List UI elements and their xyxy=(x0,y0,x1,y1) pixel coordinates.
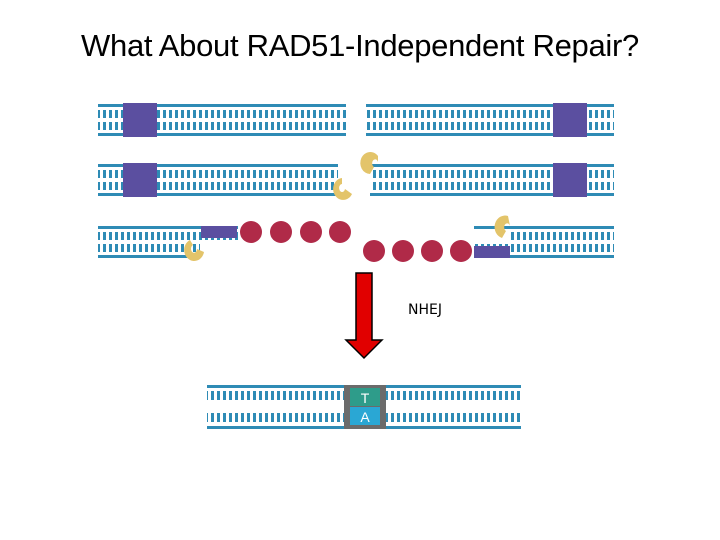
base-pair: T A xyxy=(344,385,386,429)
protein-block xyxy=(553,163,587,197)
ku-protein-icon xyxy=(333,178,352,200)
resection-protein-icon xyxy=(240,221,262,243)
protein-block xyxy=(201,226,237,238)
slide-title: What About RAD51-Independent Repair? xyxy=(81,28,639,63)
resection-protein-icon xyxy=(392,240,414,262)
resection-protein-cluster-left xyxy=(240,221,351,243)
dna-duplex-row1-left xyxy=(98,103,346,137)
ku-protein-icon xyxy=(184,240,204,261)
base-top-letter: T xyxy=(361,390,370,406)
nhej-label: NHEJ xyxy=(408,302,442,318)
resection-protein-icon xyxy=(363,240,385,262)
protein-block xyxy=(474,246,510,258)
dna-duplex-row2-left xyxy=(98,163,338,197)
resection-protein-icon xyxy=(270,221,292,243)
base-bottom xyxy=(350,407,380,425)
down-arrow-icon xyxy=(344,272,384,360)
resection-protein-icon xyxy=(300,221,322,243)
base-top xyxy=(350,388,380,406)
protein-block xyxy=(553,103,587,137)
dna-duplex-row3-left xyxy=(98,226,238,258)
dna-duplex-row3-right xyxy=(474,226,614,258)
ku-protein-icon xyxy=(360,152,378,174)
dna-duplex-row2-right xyxy=(370,163,614,197)
resection-protein-cluster-right xyxy=(363,240,472,262)
protein-block xyxy=(123,103,157,137)
resection-protein-icon xyxy=(450,240,472,262)
protein-block xyxy=(123,163,157,197)
resection-protein-icon xyxy=(329,221,351,243)
resection-protein-icon xyxy=(421,240,443,262)
base-bottom-letter: A xyxy=(360,409,370,425)
dna-duplex-row1-right xyxy=(366,103,614,137)
ku-protein-icon xyxy=(494,215,510,238)
